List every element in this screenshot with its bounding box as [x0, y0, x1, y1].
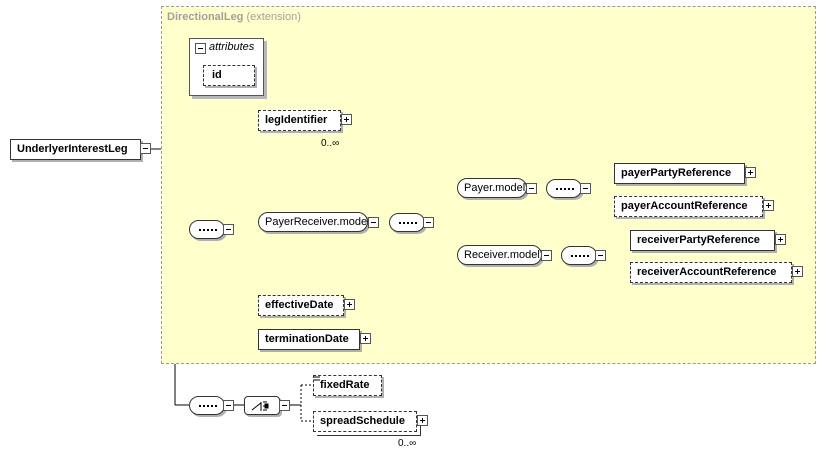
sequence-3[interactable]: [189, 396, 225, 415]
termination-date-element[interactable]: terminationDate: [258, 329, 360, 350]
attribute-id-label: id: [212, 69, 222, 81]
collapse-payer-receiver-model-icon[interactable]: [368, 217, 379, 228]
collapse-sequence-receiver-icon[interactable]: [595, 250, 606, 261]
expand-receiver-account-reference-icon[interactable]: [792, 266, 803, 277]
collapse-sequence-1-icon[interactable]: [223, 224, 234, 235]
sequence-icon: [199, 405, 217, 407]
spread-schedule-label: spreadSchedule: [320, 415, 405, 427]
payer-receiver-model-label: PayerReceiver.model: [265, 216, 370, 228]
extension-title: DirectionalLeg (extension): [167, 11, 301, 23]
receiver-account-reference-label: receiverAccountReference: [637, 266, 777, 278]
expand-termination-date-icon[interactable]: [360, 333, 371, 344]
leg-identifier-label: legIdentifier: [265, 114, 328, 126]
effective-date-element[interactable]: effectiveDate: [258, 295, 344, 316]
root-element[interactable]: UnderlyerInterestLeg: [10, 139, 141, 160]
collapse-choice-icon[interactable]: [279, 400, 290, 411]
sequence-icon: [556, 188, 574, 190]
sequence-icon: [199, 229, 217, 231]
leg-identifier-occurrence: 0..∞: [321, 138, 340, 149]
expand-spread-schedule-icon[interactable]: [417, 415, 428, 426]
fixed-rate-label: fixedRate: [320, 379, 370, 391]
receiver-party-reference-element[interactable]: receiverPartyReference: [630, 230, 775, 251]
choice-compositor[interactable]: [244, 396, 280, 415]
receiver-model-group[interactable]: Receiver.model: [457, 245, 542, 265]
choice-icon: [251, 401, 269, 411]
spread-schedule-occurrence: 0..∞: [398, 438, 417, 449]
payer-account-reference-label: payerAccountReference: [621, 200, 748, 212]
collapse-sequence-2-icon[interactable]: [423, 217, 434, 228]
expand-effective-date-icon[interactable]: [344, 299, 355, 310]
collapse-sequence-3-icon[interactable]: [223, 400, 234, 411]
effective-date-label: effectiveDate: [265, 299, 334, 311]
sequence-icon: [399, 222, 417, 224]
collapse-payer-model-icon[interactable]: [526, 183, 537, 194]
collapse-attributes-icon[interactable]: [195, 43, 206, 54]
sequence-payer[interactable]: [546, 179, 582, 198]
fixed-rate-element[interactable]: fixedRate: [313, 375, 382, 396]
payer-model-label: Payer.model: [464, 182, 526, 194]
expand-receiver-party-reference-icon[interactable]: [775, 234, 786, 245]
spread-schedule-element[interactable]: spreadSchedule: [313, 411, 417, 432]
sequence-2[interactable]: [389, 213, 425, 232]
sequence-icon: [571, 255, 589, 257]
root-element-label: UnderlyerInterestLeg: [17, 143, 128, 155]
collapse-sequence-payer-icon[interactable]: [580, 183, 591, 194]
attribute-id[interactable]: id: [203, 65, 255, 86]
sequence-receiver[interactable]: [561, 246, 597, 265]
payer-party-reference-label: payerPartyReference: [621, 167, 732, 179]
payer-model-group[interactable]: Payer.model: [457, 178, 527, 198]
payer-account-reference-element[interactable]: payerAccountReference: [614, 196, 763, 217]
expand-leg-identifier-icon[interactable]: [341, 114, 352, 125]
receiver-model-label: Receiver.model: [464, 249, 540, 261]
payer-receiver-model-group[interactable]: PayerReceiver.model: [258, 212, 370, 232]
attributes-label: attributes: [209, 41, 255, 53]
receiver-account-reference-element[interactable]: receiverAccountReference: [630, 262, 792, 283]
sequence-1[interactable]: [189, 220, 225, 239]
receiver-party-reference-label: receiverPartyReference: [637, 234, 760, 246]
extension-kind: (extension): [246, 11, 301, 23]
extension-name: DirectionalLeg: [167, 11, 244, 23]
expand-payer-party-reference-icon[interactable]: [745, 167, 756, 178]
leg-identifier-element[interactable]: legIdentifier: [258, 110, 341, 131]
collapse-receiver-model-icon[interactable]: [541, 250, 552, 261]
termination-date-label: terminationDate: [265, 333, 349, 345]
expand-payer-account-reference-icon[interactable]: [763, 200, 774, 211]
collapse-root-icon[interactable]: [140, 143, 151, 154]
payer-party-reference-element[interactable]: payerPartyReference: [614, 163, 745, 184]
simple-type-icon: [314, 376, 320, 381]
